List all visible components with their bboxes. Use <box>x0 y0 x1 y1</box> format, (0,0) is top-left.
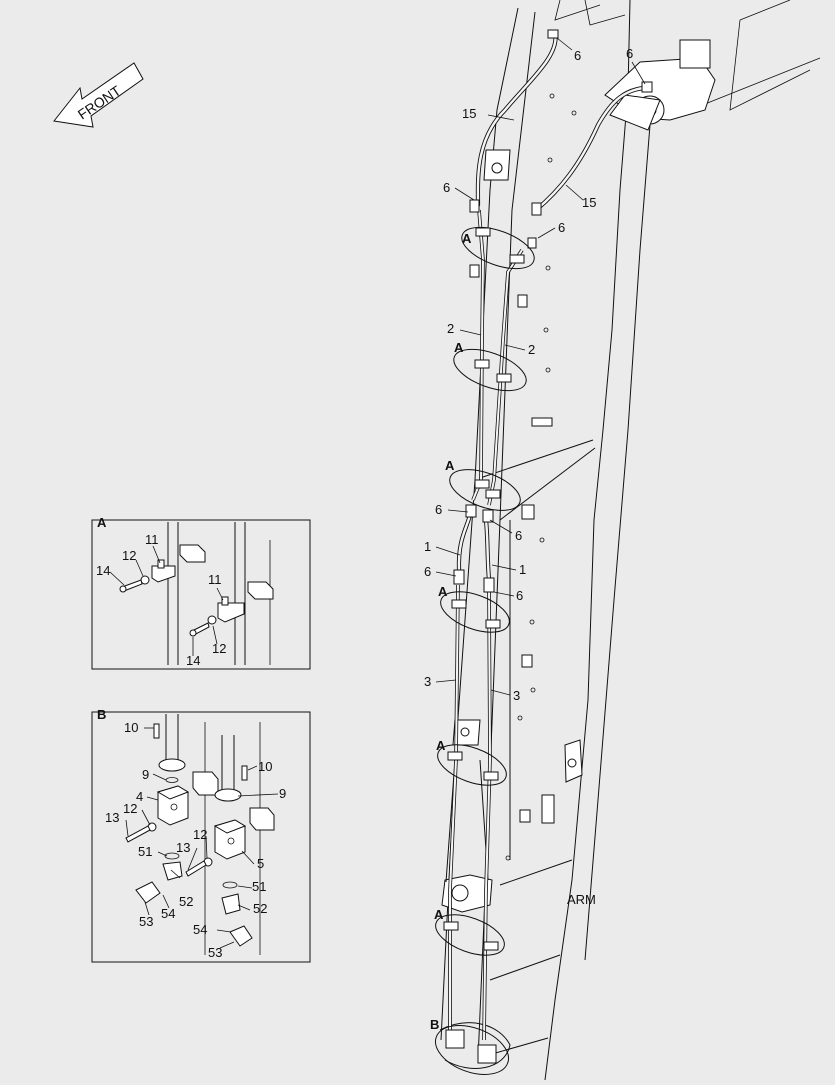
detail-a-callout: 11 <box>145 532 159 547</box>
callout-label: 6 <box>435 502 442 517</box>
detail-a: A 11 12 14 11 12 14 <box>91 515 311 670</box>
detail-b-callout: 54 <box>193 922 207 937</box>
arm-label: ARM <box>567 892 596 907</box>
callout-label: 3 <box>513 688 520 703</box>
callout-label: 1 <box>519 562 526 577</box>
detail-b-callout: 53 <box>208 945 222 960</box>
detail-b-callout: 51 <box>252 879 266 894</box>
detail-b-callout: 51 <box>138 844 152 859</box>
group-marker: A <box>438 584 448 599</box>
callout-label: 1 <box>424 539 431 554</box>
detail-b: B <box>91 707 311 963</box>
detail-b-callout: 5 <box>257 856 264 871</box>
detail-b-callout: 53 <box>139 914 153 929</box>
detail-b-title: B <box>97 707 106 722</box>
detail-b-callout: 13 <box>176 840 190 855</box>
hose-lines <box>448 30 647 1041</box>
detail-a-callout: 14 <box>186 653 200 668</box>
detail-a-callout: 12 <box>122 548 136 563</box>
group-marker: A <box>434 907 444 922</box>
detail-b-callout: 13 <box>105 810 119 825</box>
callout-label: 2 <box>528 342 535 357</box>
detail-b-callout: 52 <box>253 901 267 916</box>
group-marker: A <box>436 738 446 753</box>
callout-label: 6 <box>516 588 523 603</box>
callout-label: 6 <box>626 46 633 61</box>
callout-label: 6 <box>515 528 522 543</box>
detail-a-callout: 12 <box>212 641 226 656</box>
detail-b-callout: 12 <box>123 801 137 816</box>
detail-b-callout: 12 <box>193 827 207 842</box>
callout-label: 6 <box>574 48 581 63</box>
detail-b-callout: 4 <box>136 789 143 804</box>
detail-a-title: A <box>97 515 107 530</box>
detail-a-callout: 11 <box>208 572 222 587</box>
callout-label: 6 <box>424 564 431 579</box>
main-callouts: 6 6 15 15 6 6 2 2 6 6 1 1 6 6 3 3 <box>424 46 633 703</box>
leader-lines <box>435 37 646 696</box>
group-marker: B <box>430 1017 439 1032</box>
front-arrow-icon: FRONT <box>53 62 144 128</box>
fittings <box>453 29 653 593</box>
callout-label: 3 <box>424 674 431 689</box>
detail-b-callout: 54 <box>161 906 175 921</box>
detail-b-callout: 52 <box>179 894 193 909</box>
group-marker: A <box>462 231 472 246</box>
group-marker: A <box>454 340 464 355</box>
callout-label: 2 <box>447 321 454 336</box>
callout-label: 15 <box>462 106 476 121</box>
detail-b-callout: 10 <box>258 759 272 774</box>
group-markers: A A A A A A B <box>430 231 472 1032</box>
callout-label: 6 <box>558 220 565 235</box>
group-marker: A <box>445 458 455 473</box>
arm-structure <box>439 0 821 1081</box>
callout-label: 6 <box>443 180 450 195</box>
detail-b-callout: 9 <box>142 767 149 782</box>
detail-b-callout: 9 <box>279 786 286 801</box>
clamp-groups <box>435 226 535 1075</box>
callout-label: 15 <box>582 195 596 210</box>
detail-a-callout: 14 <box>96 563 110 578</box>
detail-b-callout: 10 <box>124 720 138 735</box>
